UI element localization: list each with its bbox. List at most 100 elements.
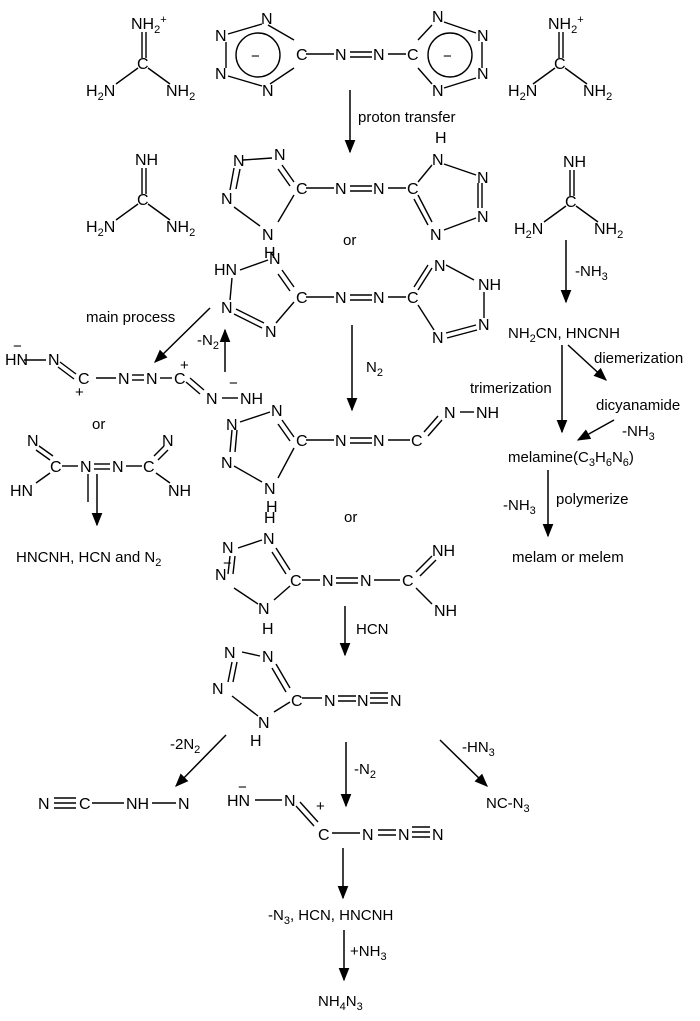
atom-n: N: [221, 191, 233, 208]
atom-nh: NH: [434, 603, 457, 620]
atom-c: C: [554, 56, 566, 73]
atom-n: N: [146, 371, 158, 388]
label-melam-or-melem: melam or melem: [512, 549, 624, 566]
atom-h: H: [264, 510, 276, 527]
atom-n: N: [221, 455, 233, 472]
ring-charge: −: [443, 48, 452, 65]
atom-n: N: [262, 649, 274, 666]
label-n2: N2: [366, 359, 383, 379]
atom-c: C: [411, 433, 423, 450]
atom-h2n: H2N: [86, 83, 115, 103]
atom-n: N: [233, 153, 245, 170]
atom-n: N: [284, 793, 296, 810]
atom-n: N: [264, 481, 276, 498]
atom-n: N: [263, 531, 275, 548]
atom-nh2: NH2: [594, 221, 623, 241]
atom-n: N: [222, 540, 234, 557]
label-minus-2n2: -2N2: [170, 736, 200, 756]
atom-c: C: [407, 181, 419, 198]
atom-nh2: NH2: [583, 83, 612, 103]
atom-hn: HN: [214, 262, 237, 279]
azotetrazolate-anion: [225, 21, 483, 89]
guanidine-left: [115, 168, 171, 221]
atom-c: C: [296, 47, 308, 64]
atom-nh: NH: [476, 405, 499, 422]
atom-h: H: [250, 733, 262, 750]
atom-h: H: [262, 621, 274, 638]
atom-nh2-plus: NH2+: [131, 14, 167, 36]
atom-n: N: [38, 796, 50, 813]
atom-n: N: [477, 170, 489, 187]
atom-n: N: [444, 405, 456, 422]
label-plus-nh3: +NH3: [350, 943, 387, 963]
open-chain-zwitterion: [24, 359, 238, 399]
atom-n: N: [357, 693, 369, 710]
atom-nh: NH: [126, 796, 149, 813]
atom-n: N: [373, 290, 385, 307]
atom-n: N: [224, 645, 236, 662]
atom-c: C: [407, 47, 419, 64]
arrow-main-process: [154, 307, 211, 363]
atom-n: N: [215, 28, 227, 45]
atom-nh: NH: [240, 391, 263, 408]
atom-n: N: [398, 827, 410, 844]
label-trimerization: trimerization: [470, 380, 552, 397]
atom-n: N: [262, 83, 274, 100]
atom-n: N: [335, 181, 347, 198]
atom-h: H: [264, 245, 276, 262]
azotetrazole-2h: [229, 259, 485, 339]
atom-hn: HN: [10, 483, 33, 500]
atom-n: N: [80, 459, 92, 476]
guanidinium-left: [115, 32, 171, 85]
atom-c: C: [291, 693, 303, 710]
atom-n: N: [390, 693, 402, 710]
atom-n: N: [262, 227, 274, 244]
azo-bis-carbodiimide: [35, 445, 171, 502]
atom-n: N: [335, 47, 347, 64]
label-or: or: [343, 232, 356, 249]
atom-nh: NH: [135, 152, 158, 169]
atom-n: N: [478, 317, 490, 334]
guanidine-right: [543, 170, 599, 223]
atom-n: N: [430, 227, 442, 244]
atom-c: C: [402, 573, 414, 590]
atom-c: C: [143, 459, 155, 476]
atom-n: N: [206, 391, 218, 408]
atom-n: N: [324, 693, 336, 710]
atom-n: N: [335, 290, 347, 307]
atom-c: C: [296, 290, 308, 307]
atom-c: C: [137, 56, 149, 73]
azidoformamidinium-zwitterion: [255, 799, 430, 838]
charge-plus: +: [316, 798, 325, 815]
charge-minus: −: [223, 555, 232, 572]
atom-n: N: [432, 9, 444, 26]
label-polymerize: polymerize: [556, 491, 629, 508]
atom-n: N: [477, 209, 489, 226]
atom-n: N: [118, 371, 130, 388]
atom-n: N: [373, 47, 385, 64]
label-melamine: melamine(C3H6N6): [508, 449, 634, 469]
charge-minus: −: [13, 338, 22, 355]
atom-nh: NH: [168, 483, 191, 500]
atom-n: N: [265, 324, 277, 341]
arrow-diemerization: [567, 344, 607, 381]
atom-n: N: [162, 433, 174, 450]
atom-c: C: [78, 371, 90, 388]
atom-n: N: [258, 601, 270, 618]
atom-nh2-plus: NH2+: [548, 14, 584, 36]
atom-n: N: [432, 330, 444, 347]
atom-c: C: [174, 371, 186, 388]
atom-n: N: [212, 681, 224, 698]
atom-nh2: NH2: [166, 219, 195, 239]
atom-n: N: [432, 83, 444, 100]
atom-hn-minus: HN: [5, 352, 28, 369]
atom-n: N: [226, 417, 238, 434]
label-minus-nh3-2: -NH3: [622, 423, 655, 443]
label-minus-hn3: -HN3: [462, 739, 495, 759]
tetrazolyl-azo-carbodiimide: [229, 411, 474, 483]
label-proton-transfer: proton transfer: [358, 109, 456, 126]
atom-c: C: [137, 192, 149, 209]
label-minus-n2: -N2: [197, 332, 219, 352]
label-minus-nh3-3: -NH3: [503, 497, 536, 517]
atom-n: N: [373, 433, 385, 450]
